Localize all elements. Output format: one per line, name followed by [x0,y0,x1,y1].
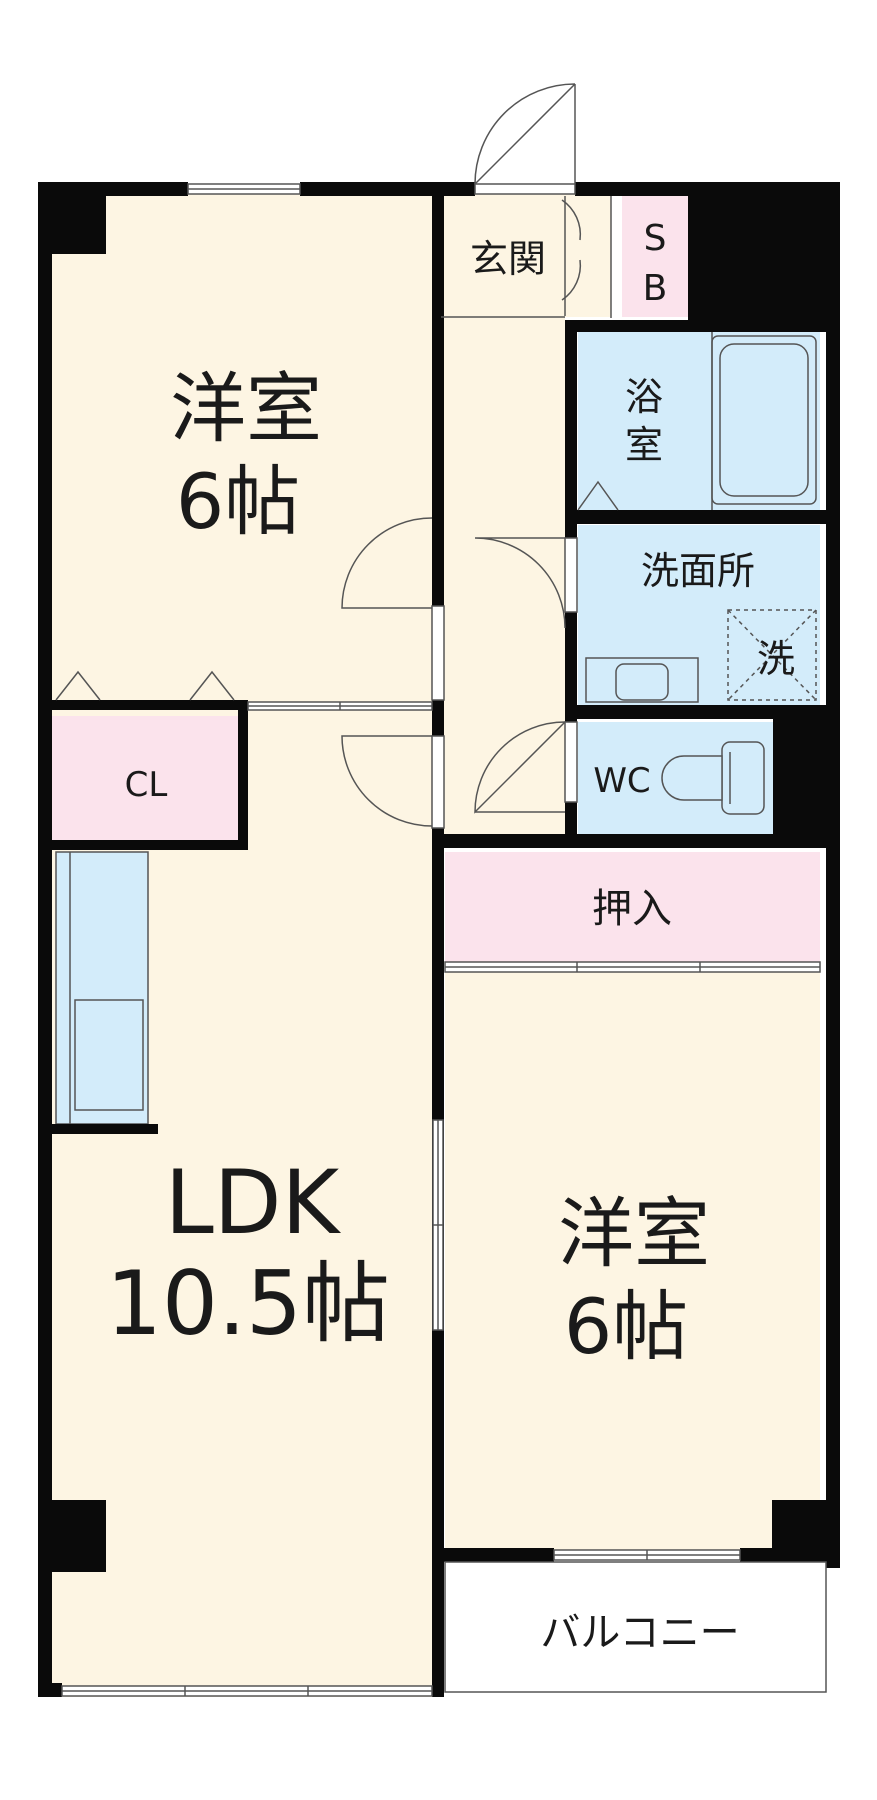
western-room-1-name: 洋室 [170,364,322,453]
shoe-box-floor [622,193,688,317]
door-jamb-room1 [431,605,445,701]
ldk-door-swing [341,735,433,827]
closet-label: CL [125,765,168,805]
bathtub-inner [719,343,809,497]
shoe-box-label-2: B [643,268,668,309]
wall-hall-right-wc [565,800,577,844]
western-room-2-floor [445,970,820,1550]
wall-right [826,182,840,1568]
wall-hall-right-upper [565,320,577,538]
closet-triangle-left [55,670,101,701]
wall-shoebox-right [688,182,702,330]
wall-bath-bottom [565,510,840,524]
wall-wash-bottom [565,705,840,719]
wall-closet-right [238,700,248,847]
entrance-floor [441,193,611,317]
bathroom-step-triangle [577,480,619,511]
wall-left [38,182,52,1697]
door-jamb-toilet [564,721,578,803]
washroom-label: 洗面所 [641,549,755,593]
wall-closet-bottom [38,840,248,850]
washer-pan [727,609,817,701]
ldk-size: 10.5帖 [106,1252,390,1355]
balcony-label: バルコニー [540,1610,739,1656]
vanity-basin [615,663,669,701]
wall-room1-bottom [38,700,248,710]
entrance-door-opening [474,183,576,195]
western-room-1-size: 6帖 [176,457,300,546]
wall-bath-top [565,320,840,332]
washer-pan-diag2 [727,609,817,701]
front-door-swing [474,83,576,185]
wall-wc-right [773,705,840,845]
western-room-2-size: 6帖 [564,1282,688,1371]
toilet-bowl [661,755,723,801]
door-jamb-washroom [564,537,578,613]
wall-center-spine [432,182,444,1697]
wall-counter-bottom [38,1124,158,1134]
closet-floor [52,716,242,841]
shoe-box-label-1: S [644,218,667,259]
door-jamb-ldk [431,735,445,829]
kitchen-sink [74,999,144,1111]
bathroom-label-1: 浴 [625,375,663,419]
storage-label: 押入 [592,886,672,932]
washer-pan-diag1 [727,609,817,701]
wall-room2-bottom-right [740,1548,840,1562]
corner-block-top-right [688,182,840,330]
toilet-door-swing [474,721,566,814]
wall-bottom-left [38,1683,62,1697]
closet-triangle-right [189,670,235,701]
western-room-1-floor [52,193,432,705]
doors [55,83,619,829]
wall-room2-bottom-left [432,1548,554,1562]
ldk-name: LDK [165,1151,342,1254]
fixtures [444,332,827,1693]
walls [38,182,840,1697]
room-labels: 洋室 6帖 CL LDK 10.5帖 玄関 S B 浴 室 洗面所 洗 WC 押… [106,218,795,1656]
toilet-tank [721,741,765,815]
floor-fills [52,193,820,1697]
storage-floor [445,852,820,964]
toilet-label: WC [593,761,650,801]
balcony-outline [444,1561,827,1693]
wall-hall-right-lower [565,612,577,722]
bathroom-label-2: 室 [625,423,663,467]
wall-top-mid [300,182,475,196]
room1-door-swing [341,517,433,609]
wall-wc-bottom [432,834,840,848]
windows [61,183,821,1697]
washer-label: 洗 [757,637,795,681]
washroom-door-swing [474,537,566,629]
entrance-label: 玄関 [470,237,546,281]
western-room-2-name: 洋室 [558,1189,710,1278]
